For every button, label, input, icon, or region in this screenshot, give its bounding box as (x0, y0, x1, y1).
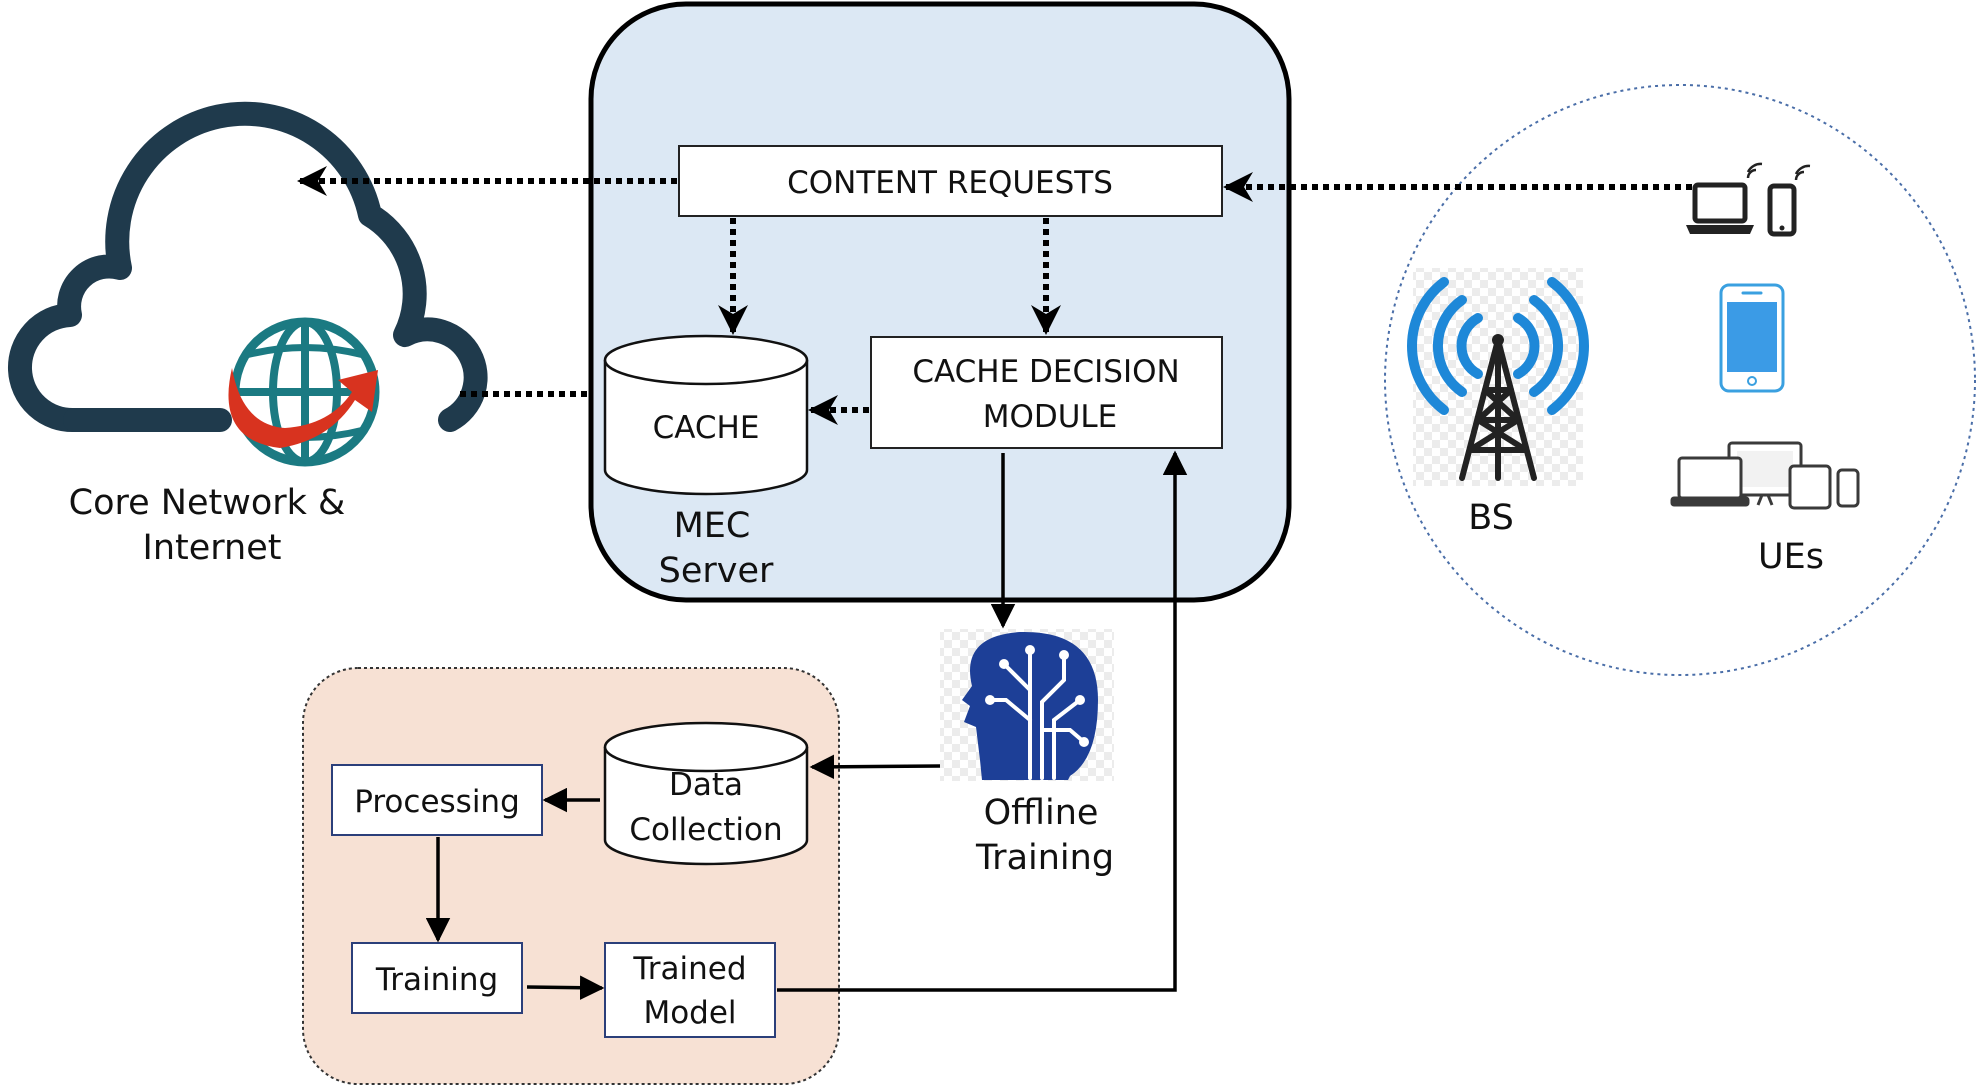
content-requests-label: CONTENT REQUESTS (787, 165, 1113, 201)
training-label: Training (375, 962, 498, 998)
processing-label: Processing (354, 784, 520, 820)
cloud-icon (8, 101, 488, 433)
ai-brain-icon (940, 629, 1114, 781)
phone-icon (1767, 164, 1811, 237)
solid-arrows (425, 450, 1188, 1000)
tower-icon (1407, 268, 1589, 486)
cache-decision-label-line2: MODULE (983, 399, 1118, 435)
cache-database-icon (603, 334, 809, 496)
offline-training-label-line2: Training (975, 838, 1114, 878)
core-network-label-line1: Core Network & (69, 483, 346, 523)
offline-training-label-line1: Offline (984, 793, 1099, 833)
trained-model-label-line2: Model (643, 995, 736, 1031)
processing-box (331, 764, 543, 836)
cache-decision-module-box (870, 336, 1223, 449)
arrow-model-to-decision (777, 450, 1188, 992)
ue-coverage-circle (1384, 84, 1976, 676)
mec-label-line2: Server (659, 551, 774, 591)
laptop-icon (1686, 162, 1763, 234)
core-network-label-line2: Internet (143, 528, 282, 568)
arrow-offline-to-data (809, 754, 941, 780)
content-requests-box (678, 145, 1223, 217)
ues-label: UEs (1758, 537, 1824, 577)
data-collection-label-line1: Data (669, 767, 743, 803)
dotted-arrows (297, 166, 1692, 425)
globe-arrow-icon (228, 368, 378, 448)
cache-decision-label-line1: CACHE DECISION (912, 354, 1179, 390)
arrow-training-to-model (526, 975, 605, 1000)
trained-model-label-line1: Trained (632, 951, 746, 987)
cache-label: CACHE (653, 410, 760, 446)
bs-label: BS (1468, 498, 1514, 538)
trained-model-box (604, 942, 776, 1038)
phone-icon (1719, 283, 1785, 393)
data-collection-label-line2: Collection (629, 812, 782, 848)
training-box (351, 942, 523, 1014)
data-collection-database-icon (603, 721, 809, 866)
mec-label-line1: MEC (674, 506, 751, 546)
devices-icon (1670, 441, 1860, 510)
